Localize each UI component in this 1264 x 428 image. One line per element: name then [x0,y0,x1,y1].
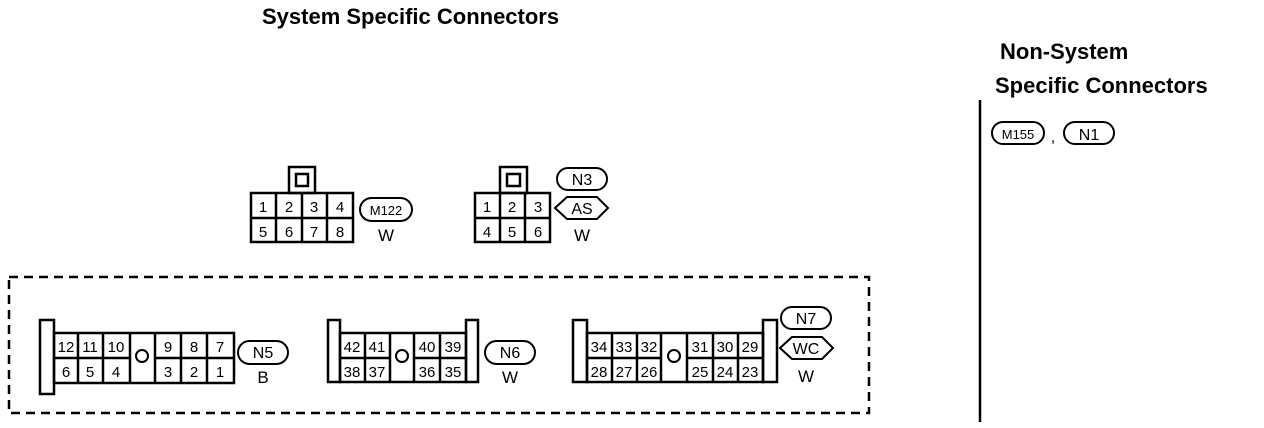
pin-8: 8 [190,339,198,356]
connector-id-badge [237,340,289,365]
pin-32: 32 [641,339,658,356]
pin-10: 10 [108,339,125,356]
system-specific-header: System Specific Connectors [262,4,559,29]
side-lock-right [464,318,480,384]
pin-25: 25 [692,364,709,381]
latch-key-inner [294,172,310,188]
side-lock [38,318,56,396]
connector-n3: 1 2 3 4 5 6 N3 AS W [473,165,610,245]
connector-id: N5 [253,345,274,362]
pin-38: 38 [344,364,361,381]
latch-key-inner [505,172,522,188]
pin-26: 26 [641,364,658,381]
connector-n5: 12 11 10 9 8 7 6 5 4 3 2 1 N5 B [38,318,289,396]
connector-id-m155: M155 [1002,127,1035,142]
connector-ident: AS [571,201,592,218]
connector-color: W [574,226,590,245]
pin-4: 4 [112,364,120,381]
pin-5: 5 [259,224,267,241]
pin-5: 5 [508,224,516,241]
pin-11: 11 [82,339,98,356]
connector-color: W [502,368,518,387]
pin-8: 8 [336,224,344,241]
pin-6: 6 [285,224,293,241]
connector-id: N7 [796,311,817,328]
identification-hexagon [553,196,610,220]
pin-7: 7 [216,339,224,356]
connector-id: N3 [572,172,593,189]
side-lock-right [761,318,779,384]
center-hole [395,349,409,363]
pin-29: 29 [742,339,759,356]
pin-40: 40 [419,339,436,356]
pin-7: 7 [310,224,318,241]
pin-27: 27 [616,364,633,381]
pin-34: 34 [591,339,608,356]
side-lock-left [571,318,589,384]
latch-key [498,165,529,195]
connector-color: B [257,368,268,387]
pin-36: 36 [419,364,436,381]
pin-33: 33 [616,339,633,356]
pin-3: 3 [534,199,542,216]
pin-3: 3 [310,199,318,216]
pin-2: 2 [190,364,198,381]
pin-37: 37 [369,364,386,381]
connector-n6: 42 41 40 39 38 37 36 35 N6 W [326,318,536,387]
pin-5: 5 [86,364,94,381]
center-hole [135,349,149,363]
non-system-connector-list: M155 , N1 [991,121,1115,146]
connector-n7: 34 33 32 31 30 29 28 27 26 25 24 23 N7 W… [571,306,835,386]
pin-23: 23 [742,364,759,381]
connector-ident: WC [793,341,820,358]
connector-id-badge [484,340,536,365]
connector-id-n1: N1 [1079,127,1100,144]
pin-4: 4 [483,224,491,241]
pin-2: 2 [285,199,293,216]
pin-1: 1 [259,199,267,216]
pin-6: 6 [534,224,542,241]
pin-6: 6 [62,364,70,381]
connector-id-badge [556,167,608,191]
side-lock-left [326,318,342,384]
pin-1: 1 [483,199,491,216]
pin-12: 12 [58,339,75,356]
connector-group-box [7,275,871,415]
pin-24: 24 [717,364,734,381]
connector-badge-n1 [1063,121,1115,145]
non-system-header-line2: Specific Connectors [995,73,1208,98]
pin-3: 3 [164,364,172,381]
pin-28: 28 [591,364,608,381]
latch-key [287,165,317,195]
center-hole [667,349,681,363]
connector-id: N6 [500,345,521,362]
connector-id-badge [359,197,413,222]
connector-id-badge [780,306,832,330]
pin-41: 41 [369,339,386,356]
connector-badge-m155 [991,121,1045,145]
pin-39: 39 [445,339,462,356]
pin-30: 30 [717,339,734,356]
connector-color: W [378,226,394,245]
pin-4: 4 [336,199,344,216]
pin-31: 31 [692,339,709,356]
connector-m122: 1 2 3 4 5 6 7 8 M122 W [249,165,413,245]
pin-1: 1 [216,364,224,381]
non-system-header-line1: Non-System [1000,39,1128,64]
connector-color: W [798,367,814,386]
pin-9: 9 [164,339,172,356]
pin-35: 35 [445,364,462,381]
identification-hexagon [778,336,835,360]
connector-id: M122 [370,203,403,218]
pin-42: 42 [344,339,361,356]
connector-separator: , [1051,129,1055,146]
pin-2: 2 [508,199,516,216]
